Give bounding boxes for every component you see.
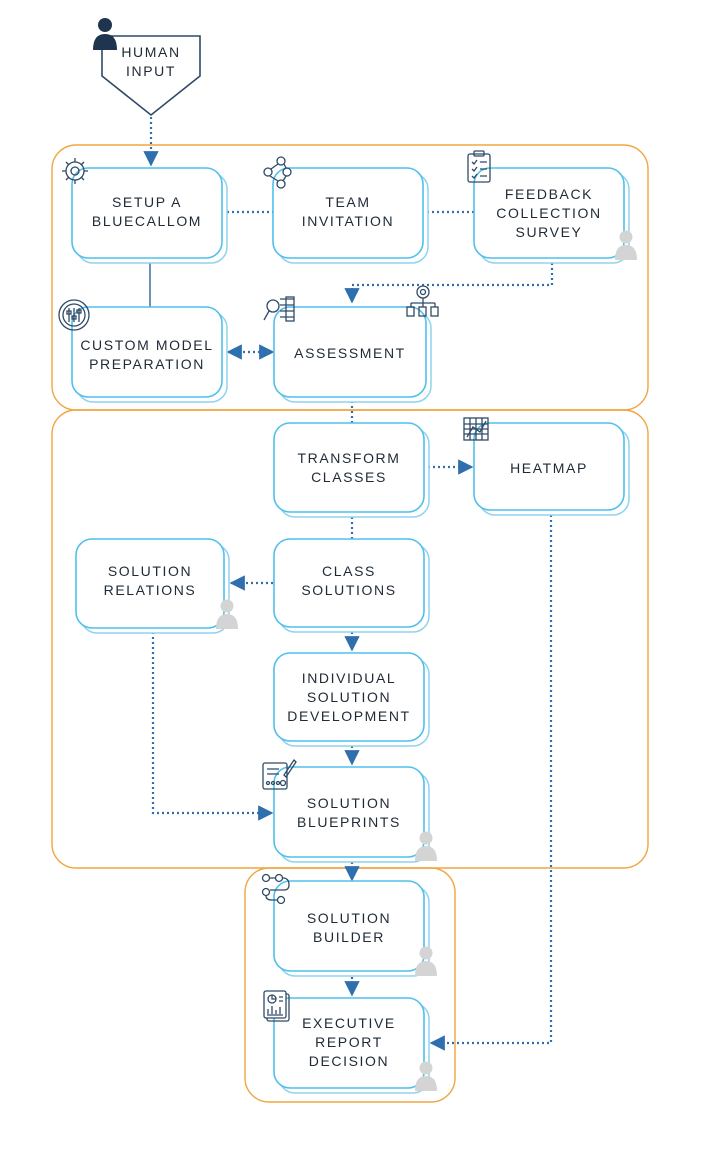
node-box xyxy=(273,652,425,742)
node-assessment-label-line-1: ASSESSMENT xyxy=(294,345,406,361)
node-builder: SOLUTION BUILDER xyxy=(273,880,430,977)
node-assessment: ASSESSMENT xyxy=(273,306,432,403)
node-builder-label-line-2: BUILDER xyxy=(313,929,385,945)
node-relations-label-line-1: SOLUTION xyxy=(108,563,192,579)
node-feedback-label-line-3: SURVEY xyxy=(516,224,583,240)
node-box xyxy=(273,997,425,1089)
start-label-line-1: HUMAN xyxy=(121,44,180,60)
node-box xyxy=(273,306,427,398)
node-individual: INDIVIDUAL SOLUTION DEVELOPMENT xyxy=(273,652,430,747)
node-feedback-label-line-1: FEEDBACK xyxy=(505,186,593,202)
node-transform-label-line-1: TRANSFORM xyxy=(297,450,400,466)
clipboard-checklist-icon xyxy=(467,150,491,183)
node-team-label-line-1: TEAM xyxy=(325,194,370,210)
node-box xyxy=(473,167,625,259)
node-team-label-line-2: INVITATION xyxy=(302,213,394,229)
node-custom-label-line-2: PREPARATION xyxy=(89,356,205,372)
node-box xyxy=(273,880,425,972)
node-setup-label-line-1: SETUP A xyxy=(112,194,182,210)
node-box xyxy=(273,422,425,513)
node-executive-label-line-2: REPORT xyxy=(315,1034,383,1050)
node-box xyxy=(71,167,223,259)
node-classsol-label-line-1: CLASS xyxy=(322,563,376,579)
node-setup-label-line-2: BLUECALLOM xyxy=(92,213,202,229)
node-individual-label-line-1: INDIVIDUAL xyxy=(302,670,397,686)
person-icon xyxy=(216,599,238,629)
node-individual-label-line-2: SOLUTION xyxy=(307,689,391,705)
flow-steps-icon xyxy=(261,873,290,905)
person-icon xyxy=(415,946,437,976)
person-icon xyxy=(415,831,437,861)
node-feedback-label-line-2: COLLECTION xyxy=(496,205,601,221)
settings-sliders-icon xyxy=(58,299,90,331)
blueprint-pen-icon xyxy=(262,758,297,790)
node-classsol: CLASS SOLUTIONS xyxy=(273,538,430,633)
node-box xyxy=(473,422,625,511)
node-blueprints-label-line-1: SOLUTION xyxy=(307,795,391,811)
edge-heatmap-executive xyxy=(429,510,553,1051)
node-blueprints: SOLUTION BLUEPRINTS xyxy=(273,766,430,863)
edge-feedback-assessment xyxy=(344,258,554,304)
hierarchy-icon xyxy=(406,285,439,317)
node-box xyxy=(272,167,424,259)
human-icon xyxy=(93,18,117,50)
report-chart-icon xyxy=(263,990,290,1022)
start-label-line-2: INPUT xyxy=(126,63,176,79)
node-transform-label-line-2: CLASSES xyxy=(311,469,387,485)
node-custom: CUSTOM MODEL PREPARATION xyxy=(71,306,228,403)
gear-icon xyxy=(62,158,88,184)
node-box xyxy=(273,538,425,628)
node-box xyxy=(273,766,425,858)
node-classsol-label-line-2: SOLUTIONS xyxy=(301,582,396,598)
node-box xyxy=(71,306,223,398)
start-node: HUMAN INPUT xyxy=(101,35,201,117)
node-custom-label-line-1: CUSTOM MODEL xyxy=(80,337,213,353)
connectors xyxy=(143,117,554,1051)
magnifier-list-icon xyxy=(263,296,295,322)
edge-relations-blueprints xyxy=(151,627,274,821)
people-network-icon xyxy=(263,156,292,189)
node-builder-label-line-1: SOLUTION xyxy=(307,910,391,926)
person-icon xyxy=(415,1061,437,1091)
node-blueprints-label-line-2: BLUEPRINTS xyxy=(297,814,401,830)
node-transform: TRANSFORM CLASSES xyxy=(273,422,430,518)
grid-map-icon xyxy=(463,417,489,441)
person-icon xyxy=(615,230,637,260)
node-relations: SOLUTION RELATIONS xyxy=(75,538,230,634)
node-executive-label-line-1: EXECUTIVE xyxy=(302,1015,396,1031)
node-individual-label-line-3: DEVELOPMENT xyxy=(287,708,410,724)
node-team: TEAM INVITATION xyxy=(272,167,429,264)
node-executive-label-line-3: DECISION xyxy=(309,1053,389,1069)
node-relations-label-line-2: RELATIONS xyxy=(104,582,197,598)
node-setup: SETUP A BLUECALLOM xyxy=(71,167,228,264)
node-box xyxy=(75,538,225,629)
node-heatmap: HEATMAP xyxy=(473,422,630,516)
node-executive: EXECUTIVE REPORT DECISION xyxy=(273,997,430,1094)
node-heatmap-label-line-1: HEATMAP xyxy=(510,460,588,476)
node-feedback: FEEDBACK COLLECTION SURVEY xyxy=(473,167,630,264)
